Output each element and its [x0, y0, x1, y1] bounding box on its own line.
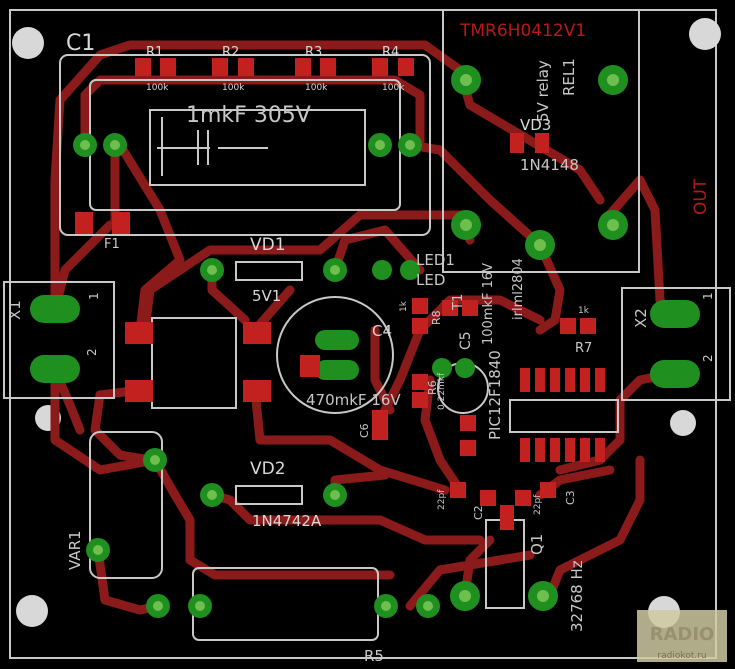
label-c3-value: 22pf [533, 494, 543, 515]
label-c4-value: 470mkF 16V [306, 391, 401, 409]
label-vd1-value: 5V1 [252, 287, 281, 305]
label-r3-value: 100k [305, 83, 328, 93]
mounting-holes [12, 18, 721, 628]
label-x1: X1 [6, 300, 24, 320]
label-relay-part: TMR6H0412V1 [459, 21, 586, 41]
watermark-line2: radiokot.ru [657, 651, 706, 661]
label-x1-pin1: 1 [87, 292, 101, 300]
label-r1: R1 [146, 45, 163, 60]
label-relay-ref: REL1 [560, 58, 578, 96]
label-c2-value: 22pf [437, 489, 447, 510]
label-r4: R4 [382, 45, 399, 60]
label-led: LED [416, 271, 445, 289]
watermark: RADIO radiokot.ru [637, 610, 727, 662]
label-c5: C5 [458, 331, 474, 350]
label-t1: T1 [451, 294, 466, 311]
label-fuse: F1 [104, 237, 120, 252]
label-out: OUT [691, 178, 711, 215]
label-quartz-value: 32768 Hz [568, 560, 586, 632]
label-c2: C2 [472, 505, 485, 520]
label-r1-value: 100k [146, 83, 169, 93]
label-c6: C6 [358, 423, 371, 438]
label-c1: C1 [66, 31, 95, 56]
label-c3: C3 [564, 490, 577, 505]
board-outline [9, 9, 717, 659]
label-vd1: VD1 [250, 235, 286, 255]
label-vd2: VD2 [250, 459, 286, 479]
label-vd3: VD3 [520, 116, 551, 134]
label-x2: X2 [632, 308, 650, 328]
label-c6-value: 0.22mkf [437, 372, 447, 410]
watermark-line1: RADIO [650, 624, 715, 645]
label-x2-pin1: 1 [701, 292, 715, 300]
label-x1-pin2: 2 [85, 348, 99, 356]
labels: C1 1mkF 305V TMR6H0412V1 REL1 5V relay O… [6, 21, 715, 665]
label-vd3-value: 1N4148 [520, 156, 579, 174]
label-r3: R3 [305, 45, 322, 60]
label-r6: R6 [426, 380, 439, 395]
label-r5: R5 [364, 647, 384, 665]
label-c1-value: 1mkF 305V [186, 103, 311, 128]
label-r4-value: 100k [382, 83, 405, 93]
label-r2: R2 [222, 45, 239, 60]
label-led1: LED1 [416, 251, 455, 269]
label-quartz: Q1 [528, 534, 546, 555]
label-r7-value: 1k [578, 306, 590, 316]
label-r7: R7 [575, 341, 592, 356]
label-vd2-value: 1N4742A [252, 512, 322, 530]
silkscreen [3, 9, 731, 641]
smd-pads [75, 58, 605, 530]
label-var1: VAR1 [66, 530, 84, 570]
label-mcu: PIC12F1840 [486, 350, 504, 440]
label-c4: C4 [372, 322, 392, 340]
label-c5-value: 100mkF 16V [481, 263, 496, 345]
label-t1-part: irlml2804 [511, 258, 526, 320]
label-r2-value: 100k [222, 83, 245, 93]
label-r8: R8 [430, 310, 443, 325]
label-r6-value: 1k [399, 300, 409, 312]
through-hole-pads [30, 65, 700, 618]
label-relay-desc: 5V relay [534, 60, 552, 122]
label-x2-pin2: 2 [701, 354, 715, 362]
